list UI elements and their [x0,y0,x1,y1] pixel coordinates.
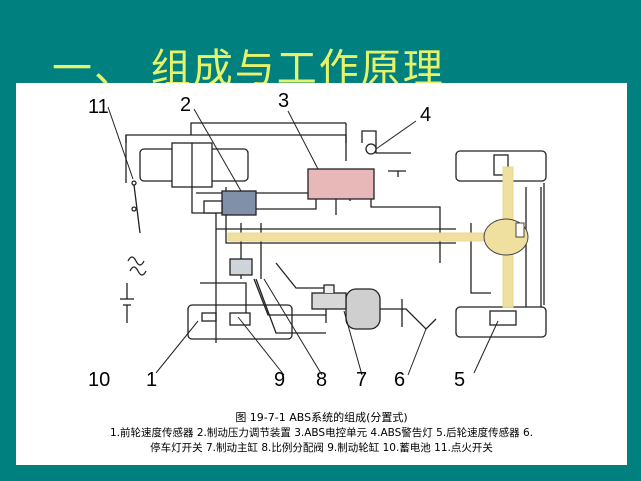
legend-item: 2.制动压力调节装置 [196,427,291,439]
rear-brake-line [227,232,509,242]
warning-lamp-icon [365,143,377,155]
callout-5: 5 [454,369,465,391]
callout-10: 10 [88,369,110,391]
callout-7: 7 [356,369,367,391]
callout-1: 1 [146,369,157,391]
figure-caption: 图 19-7-1 ABS系统的组成(分置式) [235,411,408,424]
ignition-switch-icon [127,180,147,276]
callout-8: 8 [316,369,327,391]
legend-item: 6. [523,427,534,439]
callout-6: 6 [394,369,405,391]
front-right-wheel [187,304,293,340]
callout-3: 3 [278,90,289,112]
legend-item: 9.制动轮缸 [327,442,380,454]
legend-item: 5.后轮速度传感器 [436,427,520,439]
brake-pedal [380,308,437,330]
legend-item: 8.比例分配阀 [261,442,324,454]
front-left-wheel [139,142,249,188]
pressure-modulator [221,190,257,216]
legend-line: 停车灯开关 7.制动主缸 8.比例分配阀 9.制动轮缸 10.蓄电池 11.点火… [16,440,627,455]
proportioning-valve [229,258,253,276]
callout-4: 4 [420,104,431,126]
diagram-panel: 11 2 3 4 10 1 9 8 7 6 5 图 19-7-1 ABS系统的组… [16,83,627,465]
battery-icon [120,283,134,323]
callout-11: 11 [88,96,109,118]
abs-ecu [307,168,375,200]
legend-item: 11.点火开关 [434,442,493,454]
master-cylinder [311,292,347,310]
rear-right-wheel [455,306,547,338]
legend-item: 10.蓄电池 [382,442,431,454]
legend-item: 停车灯开关 [150,442,203,454]
abs-system-diagram: 11 2 3 4 10 1 9 8 7 6 5 [88,90,547,391]
legend-item: 7.制动主缸 [205,442,259,454]
brake-booster [345,288,381,330]
legend-item: 3.ABS电控单元 [294,427,368,439]
callout-9: 9 [274,369,285,391]
legend-line: 1.前轮速度传感器 2.制动压力调节装置 3.ABS电控单元 4.ABS警告灯 … [16,425,627,440]
legend-item: 1.前轮速度传感器 [109,427,194,439]
legend-item: 4.ABS警告灯 [370,427,433,439]
callout-2: 2 [180,94,191,116]
rear-left-wheel [455,150,547,182]
